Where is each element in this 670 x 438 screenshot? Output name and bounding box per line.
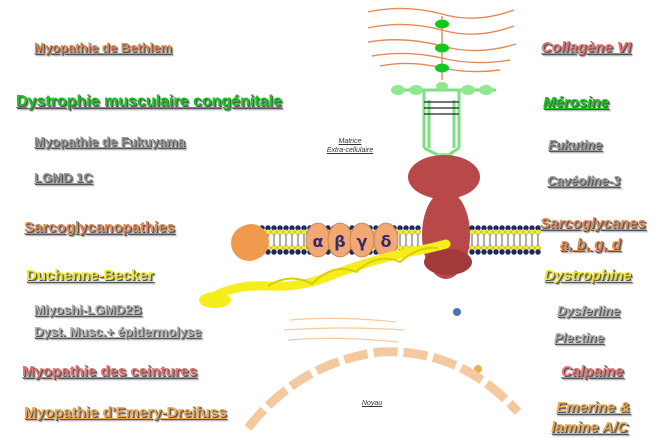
label-emerine-1: Emerine & — [556, 400, 630, 415]
label-fukutine: Fukutine — [548, 138, 602, 151]
label-lgmd1c: LGMD 1C — [34, 171, 93, 184]
label-collagene: Collagène VI — [541, 40, 631, 55]
label-emerine-2: lamine A/C — [551, 420, 628, 435]
label-sarcoglycanopathies: Sarcoglycanopathies — [24, 220, 175, 235]
label-sarcoglycanes-1: Sarcoglycanes — [540, 216, 646, 231]
label-emery: Myopathie d’Emery-Dreifuss — [24, 405, 227, 420]
sarcoglycan-delta-letter: δ — [381, 232, 392, 251]
matrix-label-1: Matrice — [330, 138, 370, 146]
label-ceintures: Myopathie des ceintures — [22, 364, 197, 379]
collagen-vi-nodes — [435, 20, 449, 73]
sarcoglycan-beta-letter: β — [334, 232, 345, 251]
merosine-shape — [394, 90, 496, 158]
label-merosine: Mérosine — [543, 95, 609, 110]
label-plectine: Plectine — [554, 331, 604, 344]
plectine-fibers — [284, 318, 404, 342]
label-duchenne: Duchenne-Becker — [26, 268, 154, 283]
label-dyst-epidermolyse: Dyst. Musc.+ épidermolyse — [34, 325, 201, 338]
sarcoglycan-gamma-letter: γ — [357, 232, 368, 251]
label-caveoline: Cavéoline-3 — [547, 174, 620, 187]
sarcoglycan-alpha-letter: α — [313, 232, 324, 251]
label-bethlem: Myopathie de Bethlem — [34, 41, 172, 54]
label-dystrophine: Dystrophine — [544, 268, 632, 283]
dysferline-marker — [453, 308, 461, 316]
label-fukuyama: Myopathie de Fukuyama — [34, 135, 185, 148]
dysferline-circle — [231, 225, 267, 261]
label-dmc: Dystrophie musculaire congénitale — [16, 94, 282, 110]
label-dysferline: Dysferline — [557, 304, 620, 317]
label-miyoshi: Miyoshi-LGMD2B — [34, 303, 142, 316]
matrix-label-2: Extra-cellulaire — [314, 147, 386, 155]
label-sarcoglycanes-2: a, b, g, d — [560, 237, 621, 252]
nuclear-envelope — [248, 352, 518, 428]
noyau-label: Noyau — [352, 400, 392, 408]
label-calpaine: Calpaine — [561, 364, 624, 379]
dystroglycan-base — [424, 249, 472, 275]
